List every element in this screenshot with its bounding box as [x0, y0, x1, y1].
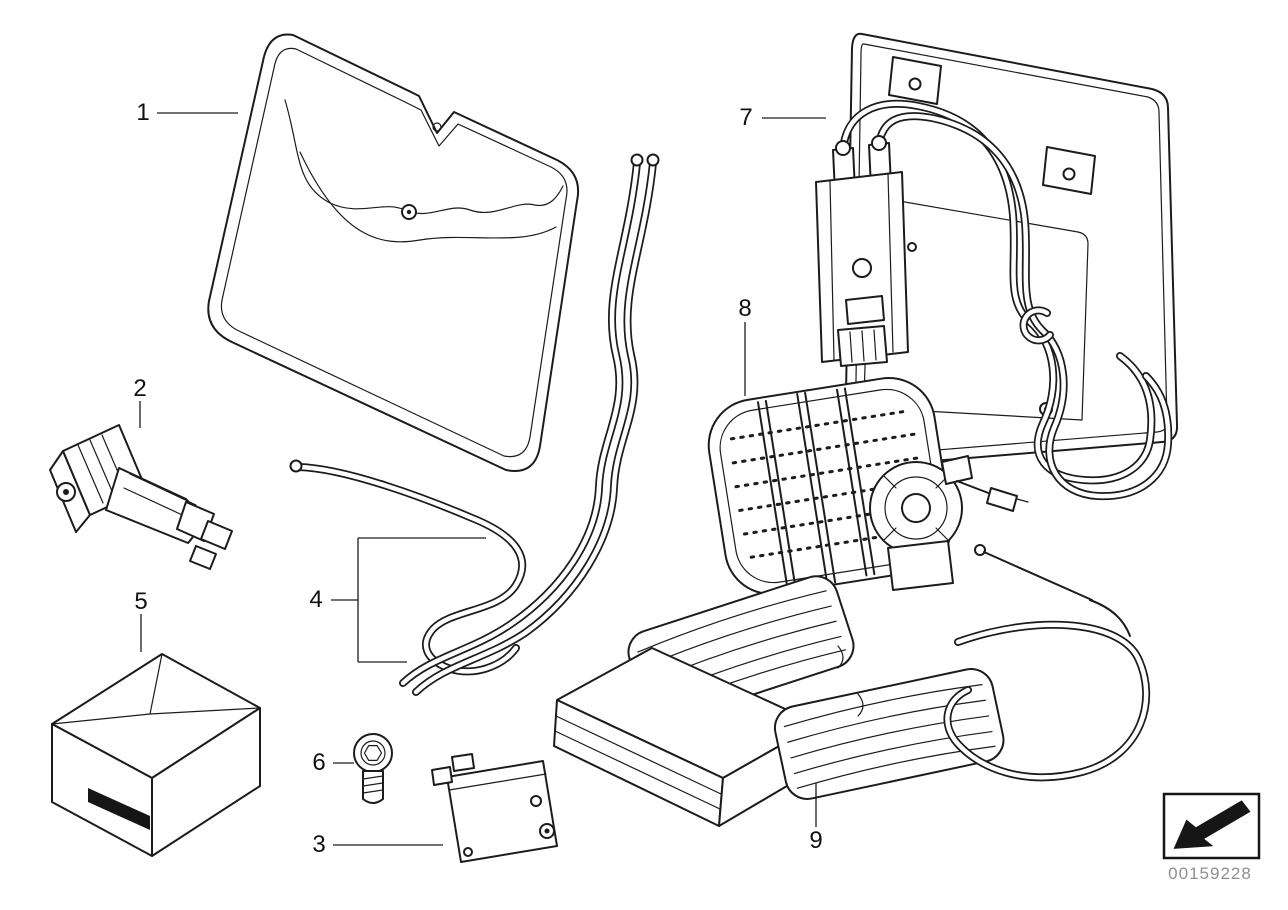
pump-motor — [49, 424, 233, 570]
part-label-6[interactable]: 6 — [312, 749, 326, 776]
frame-valve-unit — [815, 135, 909, 367]
lumbar-support-bladder — [707, 377, 1093, 601]
part-label-8[interactable]: 8 — [738, 295, 752, 322]
part-label-4[interactable]: 4 — [309, 586, 323, 613]
leader-lines — [139, 112, 826, 846]
part-label-7[interactable]: 7 — [739, 104, 753, 131]
direction-arrow-icon — [1162, 792, 1261, 860]
mounting-screw — [353, 733, 393, 804]
part-label-3[interactable]: 3 — [312, 831, 326, 858]
part-label-1[interactable]: 1 — [136, 99, 150, 126]
part-label-5[interactable]: 5 — [134, 588, 148, 615]
backrest-cover-panel — [207, 33, 579, 472]
part-label-2[interactable]: 2 — [133, 375, 147, 402]
air-hoses — [289, 153, 660, 693]
image-code: 00159228 — [1168, 864, 1252, 883]
retrofit-kit-box — [51, 653, 261, 857]
seat-cushion-heating-mats — [553, 575, 1146, 827]
valve-unit — [431, 753, 558, 863]
part-label-9[interactable]: 9 — [809, 827, 823, 854]
